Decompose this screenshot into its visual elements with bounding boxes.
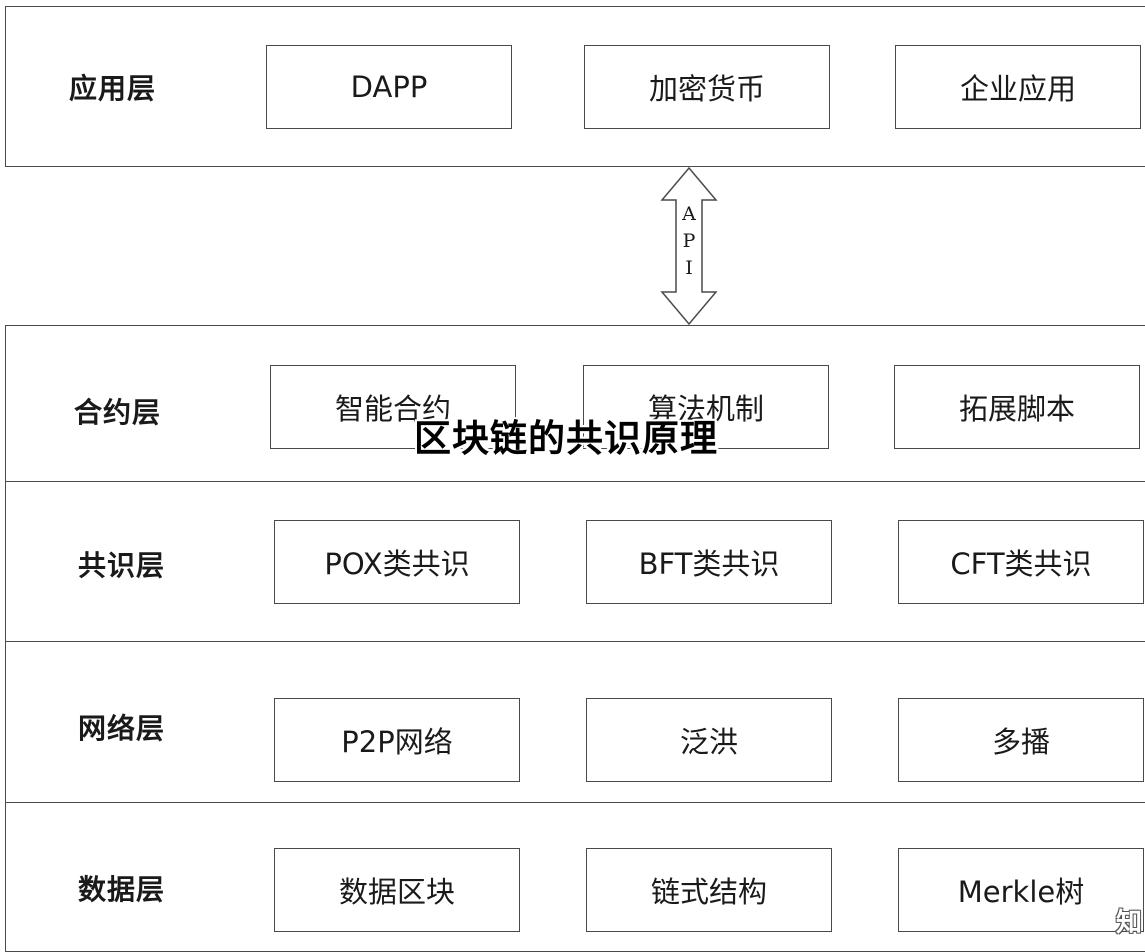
api-letter-a: A	[681, 203, 696, 225]
box-pox-consensus: POX类共识	[274, 520, 520, 604]
layer-data: 数据层 数据区块 链式结构 Merkle树	[5, 802, 1145, 952]
box-data-block: 数据区块	[274, 848, 520, 932]
api-letter-p: P	[683, 230, 696, 252]
watermark-text: 知	[1116, 908, 1143, 938]
overlay-title: 区块链的共识原理	[414, 417, 718, 460]
layer-label-data: 数据层	[78, 873, 166, 906]
layer-consensus: 共识层 POX类共识 BFT类共识 CFT类共识	[5, 481, 1145, 643]
layer-label-contract: 合约层	[74, 396, 162, 429]
box-chain-structure: 链式结构	[586, 848, 832, 932]
box-merkle-tree: Merkle树	[898, 848, 1144, 932]
layer-application: 应用层 DAPP 加密货币 企业应用	[5, 6, 1145, 167]
layer-label-consensus: 共识层	[78, 549, 166, 582]
box-cryptocurrency: 加密货币	[584, 45, 830, 129]
layer-network: 网络层 P2P网络 泛洪 多播	[5, 641, 1145, 804]
box-multicast: 多播	[898, 698, 1144, 782]
box-bft-consensus: BFT类共识	[586, 520, 832, 604]
box-cft-consensus: CFT类共识	[898, 520, 1144, 604]
box-algorithm-mechanism: 算法机制	[583, 365, 829, 449]
layer-contract: 合约层 智能合约 算法机制 拓展脚本	[5, 325, 1145, 483]
api-letter-i: I	[685, 257, 693, 279]
box-p2p-network: P2P网络	[274, 698, 520, 782]
layer-label-network: 网络层	[78, 712, 166, 745]
api-double-arrow: A P I	[660, 166, 718, 326]
box-flooding: 泛洪	[586, 698, 832, 782]
box-enterprise-application: 企业应用	[895, 45, 1141, 129]
box-dapp: DAPP	[266, 45, 512, 129]
box-extension-script: 拓展脚本	[894, 365, 1140, 449]
box-smart-contract: 智能合约	[270, 365, 516, 449]
layer-label-application: 应用层	[69, 72, 157, 105]
